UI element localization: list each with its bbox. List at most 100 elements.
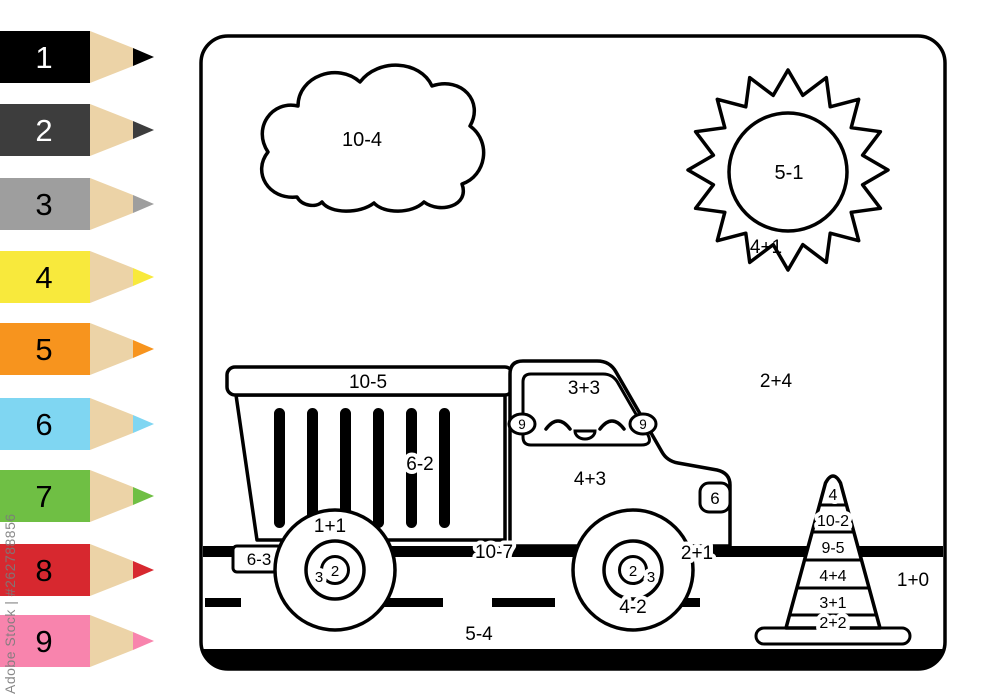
mirror-right-label: 9 [639,417,647,432]
driver-left-eye-icon [544,419,572,431]
pencil-number: 9 [35,624,52,659]
front-wheel: 2 3 [273,508,397,632]
pencil-lead [133,415,154,433]
pencil-wood [90,544,133,596]
mirror-left [507,412,537,436]
pencil-4: 4 [0,251,154,303]
front-wheel-rim-label: 3 [315,569,323,586]
bed-slat [439,408,450,528]
bed-slat [307,408,318,528]
sun-inner-label: 4+1 [750,237,782,258]
pencil-lead [133,195,154,213]
rear-wheel-rim-label: 3 [647,569,655,586]
pencil-body [0,398,90,450]
pencil-wood [90,251,133,303]
pencil-body [0,615,90,667]
rear-wheel-hub [618,555,648,585]
road-label: 5-4 [465,624,493,645]
cone-body [784,474,882,630]
sun-circle [727,111,849,233]
pencil-wood [90,470,133,522]
chassis-label: 10-7 [475,542,513,563]
sun: 5-1 4+1 [686,68,890,272]
under-rear-wheel-label: 4-2 [619,597,646,618]
pencil-number: 4 [35,260,52,295]
road-line [203,546,943,557]
rear-wheel-hub-label: 2 [629,563,637,580]
pencil-body [0,104,90,156]
bed-label: 6-2 [406,454,433,475]
front-label: 2+1 [681,543,713,564]
bed-slat [406,408,417,528]
pencil-lead [133,121,154,139]
pencil-body [0,251,90,303]
cone-stripe-label: 2+2 [819,615,846,632]
sky-label: 2+4 [760,371,793,392]
pencil-6: 6 [0,398,154,450]
front-wheel-hub [320,555,350,585]
pencil-number: 2 [35,113,52,148]
front-wheel-hub-label: 2 [331,563,339,580]
pencil-5: 5 [0,323,154,375]
pencil-2: 2 [0,104,154,156]
road-dash [492,598,555,607]
pencil-9: 9 [0,615,154,667]
cloud-label: 10-4 [342,129,382,151]
tank-label: 6 [710,489,719,508]
pencil-wood [90,178,133,230]
cab-window [521,372,651,447]
bed-slat [340,408,351,528]
pencil-1: 1 [0,31,154,83]
pencil-number: 8 [35,553,52,588]
pencil-lead [133,48,154,66]
window-label: 3+3 [568,378,600,399]
cone-beside-label: 1+0 [897,570,929,591]
sun-center-label: 5-1 [775,162,804,184]
pencil-body [0,31,90,83]
ground-bar [201,649,945,669]
mirror-right [628,412,658,436]
driver-mouth-icon [573,429,597,441]
pencil-lead [133,340,154,358]
mirror-left-label: 9 [518,417,526,432]
traffic-cone: 4 10-2 9-5 4+4 3+1 2+2 1+0 [754,474,929,646]
road-dash [205,598,241,607]
road-dash [380,598,443,607]
pencil-body [0,323,90,375]
pencil-number: 6 [35,407,52,442]
cloud [259,63,486,213]
cab-label: 4+3 [574,469,606,490]
cone-stripe-label: 3+1 [819,595,846,612]
pencil-lead [133,632,154,650]
pencil-body [0,544,90,596]
pencil-body [0,470,90,522]
cone-stripe-label: 10-2 [817,513,849,530]
pencil-wood [90,615,133,667]
tank-box [698,481,732,514]
bed-slat [274,408,285,528]
pencil-number: 3 [35,187,52,222]
pencil-number: 1 [35,40,52,75]
pencil-7: 7 [0,470,154,522]
rear-box-label: 6-3 [247,550,272,569]
pencil-wood [90,31,133,83]
bed-slat [373,408,384,528]
pencil-number: 7 [35,479,52,514]
pencil-number: 5 [35,332,52,367]
pencil-palette: 1 2 3 4 5 [0,31,154,667]
pencil-lead [133,487,154,505]
driver-right-eye-icon [598,419,626,431]
bed-rail-label: 10-5 [349,372,387,393]
pencil-body [0,178,90,230]
watermark-text: Adobe Stock | #262788856 [2,513,18,694]
pencil-wood [90,398,133,450]
pencil-8: 8 [0,544,154,596]
pencil-wood [90,104,133,156]
dump-truck: 10-5 6-2 9 9 3+3 4+3 6 6-3 2 3 [225,359,732,632]
rear-wheel: 2 3 [571,508,695,632]
cone-stripe-label: 4+4 [819,568,846,585]
pencil-lead [133,268,154,286]
cone-stripe-label: 9-5 [821,540,844,557]
over-front-wheel-label: 1+1 [314,516,346,537]
